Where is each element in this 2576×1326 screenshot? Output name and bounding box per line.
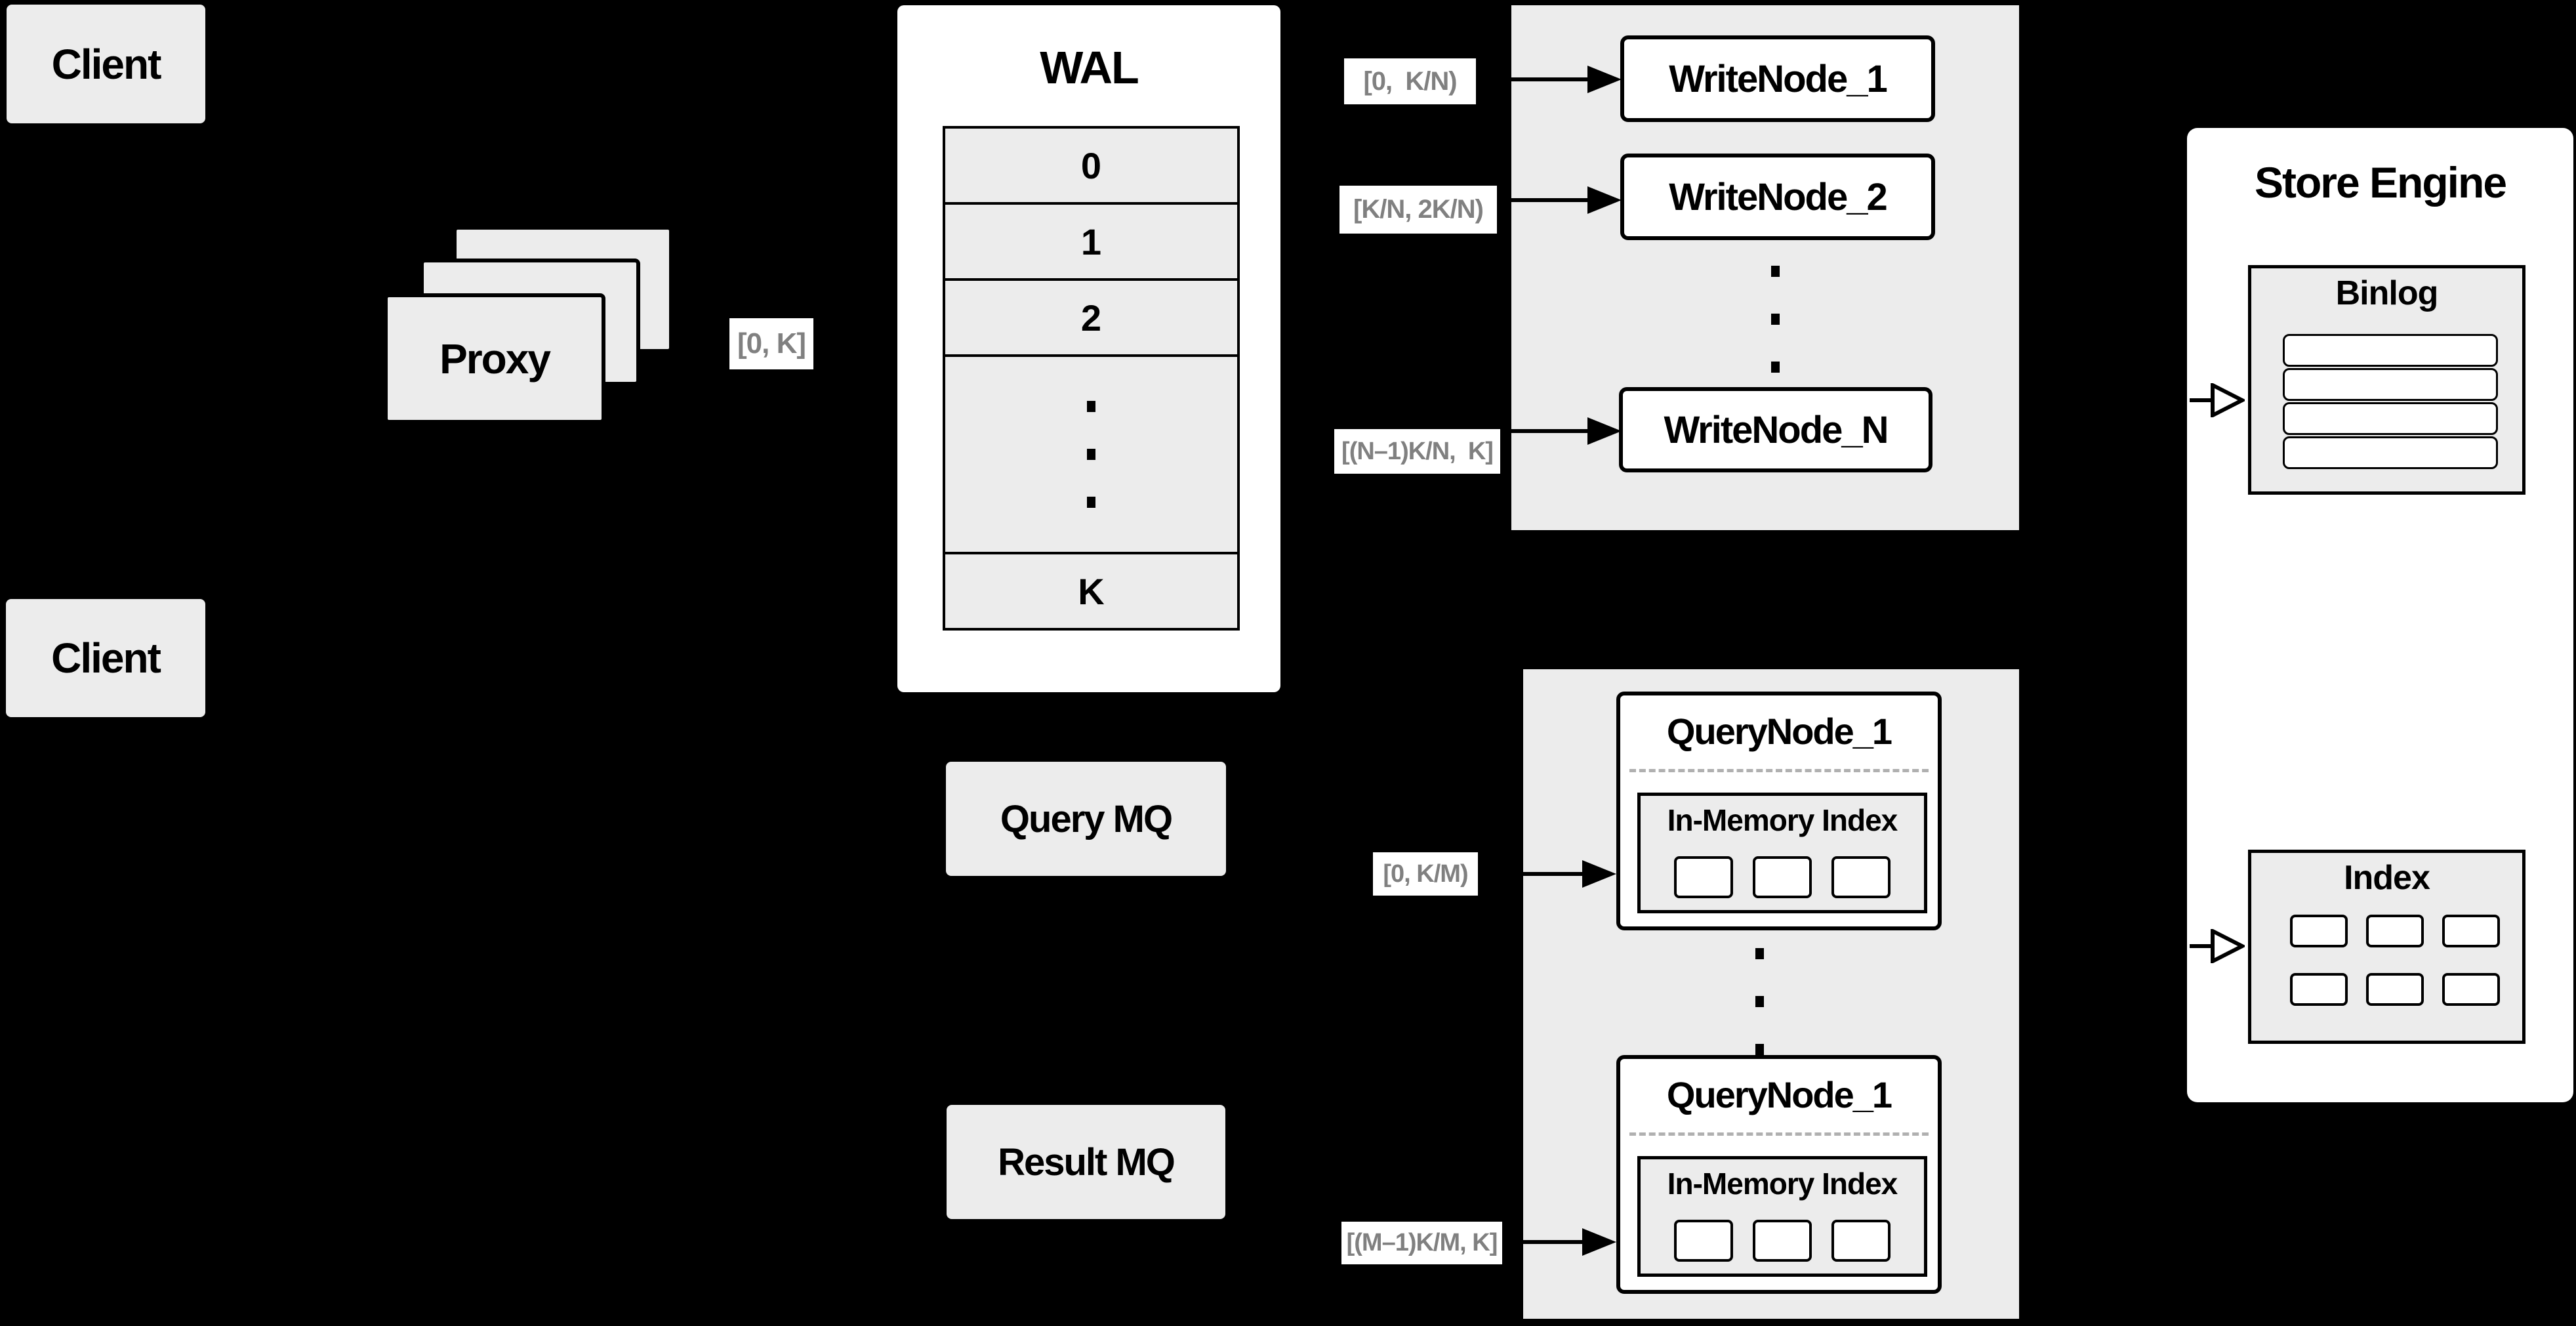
query-node-top-separator	[1629, 769, 1929, 772]
binlog-label: Binlog	[2335, 274, 2439, 312]
index-cell	[2442, 973, 2500, 1006]
index-segment	[1753, 856, 1812, 898]
binlog-row	[2283, 334, 2498, 367]
wal-row-0-label: 0	[1080, 144, 1102, 186]
wal-row-2: 2	[943, 278, 1240, 357]
query-nodes-ellipsis	[1755, 948, 1764, 1055]
arrow-binlog-open-head	[2211, 383, 2245, 417]
client-top-label: Client	[51, 40, 162, 88]
proxy-card-front: Proxy	[384, 293, 605, 424]
index-cell	[2366, 915, 2424, 947]
in-memory-index-bottom-label: In-Memory Index	[1667, 1167, 1898, 1201]
result-mq-label: Result MQ	[998, 1140, 1176, 1184]
index-box: Index	[2248, 850, 2525, 1044]
store-engine-title: Store Engine	[2254, 158, 2507, 207]
binlog-row	[2283, 402, 2498, 435]
wal-row-k: K	[943, 552, 1240, 631]
vertical-ellipsis-dot	[1087, 401, 1095, 412]
vertical-ellipsis-dot	[1771, 314, 1780, 325]
arrow-index-open-head	[2211, 929, 2245, 963]
write-node-2-label: WriteNode_2	[1669, 175, 1887, 218]
arrow-query-node-top-head	[1582, 860, 1616, 888]
query-mq-label: Query MQ	[1000, 797, 1173, 840]
wal-row-2-label: 2	[1080, 297, 1102, 339]
query-node-bottom-title: QueryNode_1	[1666, 1074, 1892, 1115]
arrow-query-node-top-shaft	[1523, 872, 1584, 876]
vertical-ellipsis-dot	[1755, 948, 1764, 959]
arrow-write-node-n-shaft	[1511, 429, 1589, 433]
index-cells	[2290, 915, 2500, 1006]
range-label-proxy-wal: [0, K]	[729, 318, 813, 369]
arrow-write-node-2-shaft	[1511, 198, 1589, 202]
result-mq-box: Result MQ	[947, 1105, 1225, 1219]
vertical-ellipsis-dot	[1087, 449, 1095, 460]
range-label-write-node-2: [K/N, 2K/N)	[1339, 186, 1497, 234]
store-engine-panel: Store Engine Binlog Index	[2187, 128, 2573, 1102]
write-node-1-box: WriteNode_1	[1620, 35, 1935, 122]
index-segments-bottom	[1641, 1220, 1924, 1262]
vertical-ellipsis-dot	[1087, 497, 1095, 508]
index-segment	[1831, 856, 1891, 898]
arrow-write-node-n-head	[1587, 417, 1622, 445]
query-node-bottom-box: QueryNode_1 In-Memory Index	[1616, 1055, 1942, 1294]
write-nodes-ellipsis	[1771, 266, 1780, 373]
write-node-2-box: WriteNode_2	[1620, 154, 1935, 240]
arrow-query-node-bottom-shaft	[1523, 1240, 1584, 1244]
in-memory-index-top-label: In-Memory Index	[1667, 803, 1898, 837]
wal-row-0: 0	[943, 126, 1240, 205]
wal-log-table: 0 1 2 K	[943, 126, 1240, 631]
index-cell	[2290, 915, 2348, 947]
range-label-query-node-1: [0, K/M)	[1373, 852, 1478, 896]
index-segment	[1753, 1220, 1812, 1262]
index-cell	[2290, 973, 2348, 1006]
wal-title: WAL	[1040, 42, 1139, 93]
wal-row-1: 1	[943, 202, 1240, 281]
query-node-top-title: QueryNode_1	[1666, 711, 1892, 752]
arrow-write-node-1-shaft	[1511, 77, 1589, 81]
vertical-ellipsis-dot	[1755, 1044, 1764, 1055]
range-label-write-node-n: [(N–1)K/N, K]	[1334, 429, 1500, 474]
proxy-label: Proxy	[440, 335, 551, 383]
index-segment	[1831, 1220, 1891, 1262]
client-bottom-label: Client	[51, 634, 161, 682]
query-node-top-box: QueryNode_1 In-Memory Index	[1616, 692, 1942, 930]
write-node-1-label: WriteNode_1	[1669, 57, 1887, 100]
in-memory-index-box-top: In-Memory Index	[1637, 793, 1927, 913]
binlog-box: Binlog	[2248, 265, 2525, 495]
range-label-query-node-m: [(M–1)K/M, K]	[1341, 1222, 1502, 1264]
write-node-n-label: WriteNode_N	[1664, 408, 1889, 451]
arrow-write-node-1-head	[1587, 66, 1622, 93]
arrow-binlog-shaft	[2190, 398, 2213, 402]
binlog-row	[2283, 368, 2498, 401]
arrow-query-node-bottom-head	[1582, 1228, 1616, 1256]
wal-row-ellipsis	[943, 354, 1240, 554]
index-segment	[1674, 856, 1733, 898]
binlog-rows	[2283, 334, 2498, 469]
client-box-top: Client	[7, 5, 205, 123]
range-label-write-node-1: [0, K/N)	[1344, 58, 1476, 104]
arrow-write-node-2-head	[1587, 186, 1622, 214]
index-cell	[2442, 915, 2500, 947]
arrow-index-shaft	[2190, 944, 2213, 948]
index-cell	[2366, 973, 2424, 1006]
in-memory-index-box-bottom: In-Memory Index	[1637, 1156, 1927, 1277]
wal-row-1-label: 1	[1080, 220, 1102, 262]
index-segment	[1674, 1220, 1733, 1262]
index-label: Index	[2344, 859, 2430, 897]
index-segments-top	[1641, 856, 1924, 898]
binlog-row	[2283, 436, 2498, 469]
query-node-bottom-separator	[1629, 1132, 1929, 1136]
vertical-ellipsis-dot	[1771, 362, 1780, 373]
query-mq-box: Query MQ	[946, 762, 1226, 876]
write-node-n-box: WriteNode_N	[1619, 387, 1932, 472]
client-box-bottom: Client	[6, 599, 205, 717]
wal-panel: WAL 0 1 2 K	[897, 5, 1280, 692]
vertical-ellipsis-dot	[1771, 266, 1780, 277]
wal-row-k-label: K	[1078, 570, 1105, 612]
vertical-ellipsis-dot	[1755, 996, 1764, 1007]
